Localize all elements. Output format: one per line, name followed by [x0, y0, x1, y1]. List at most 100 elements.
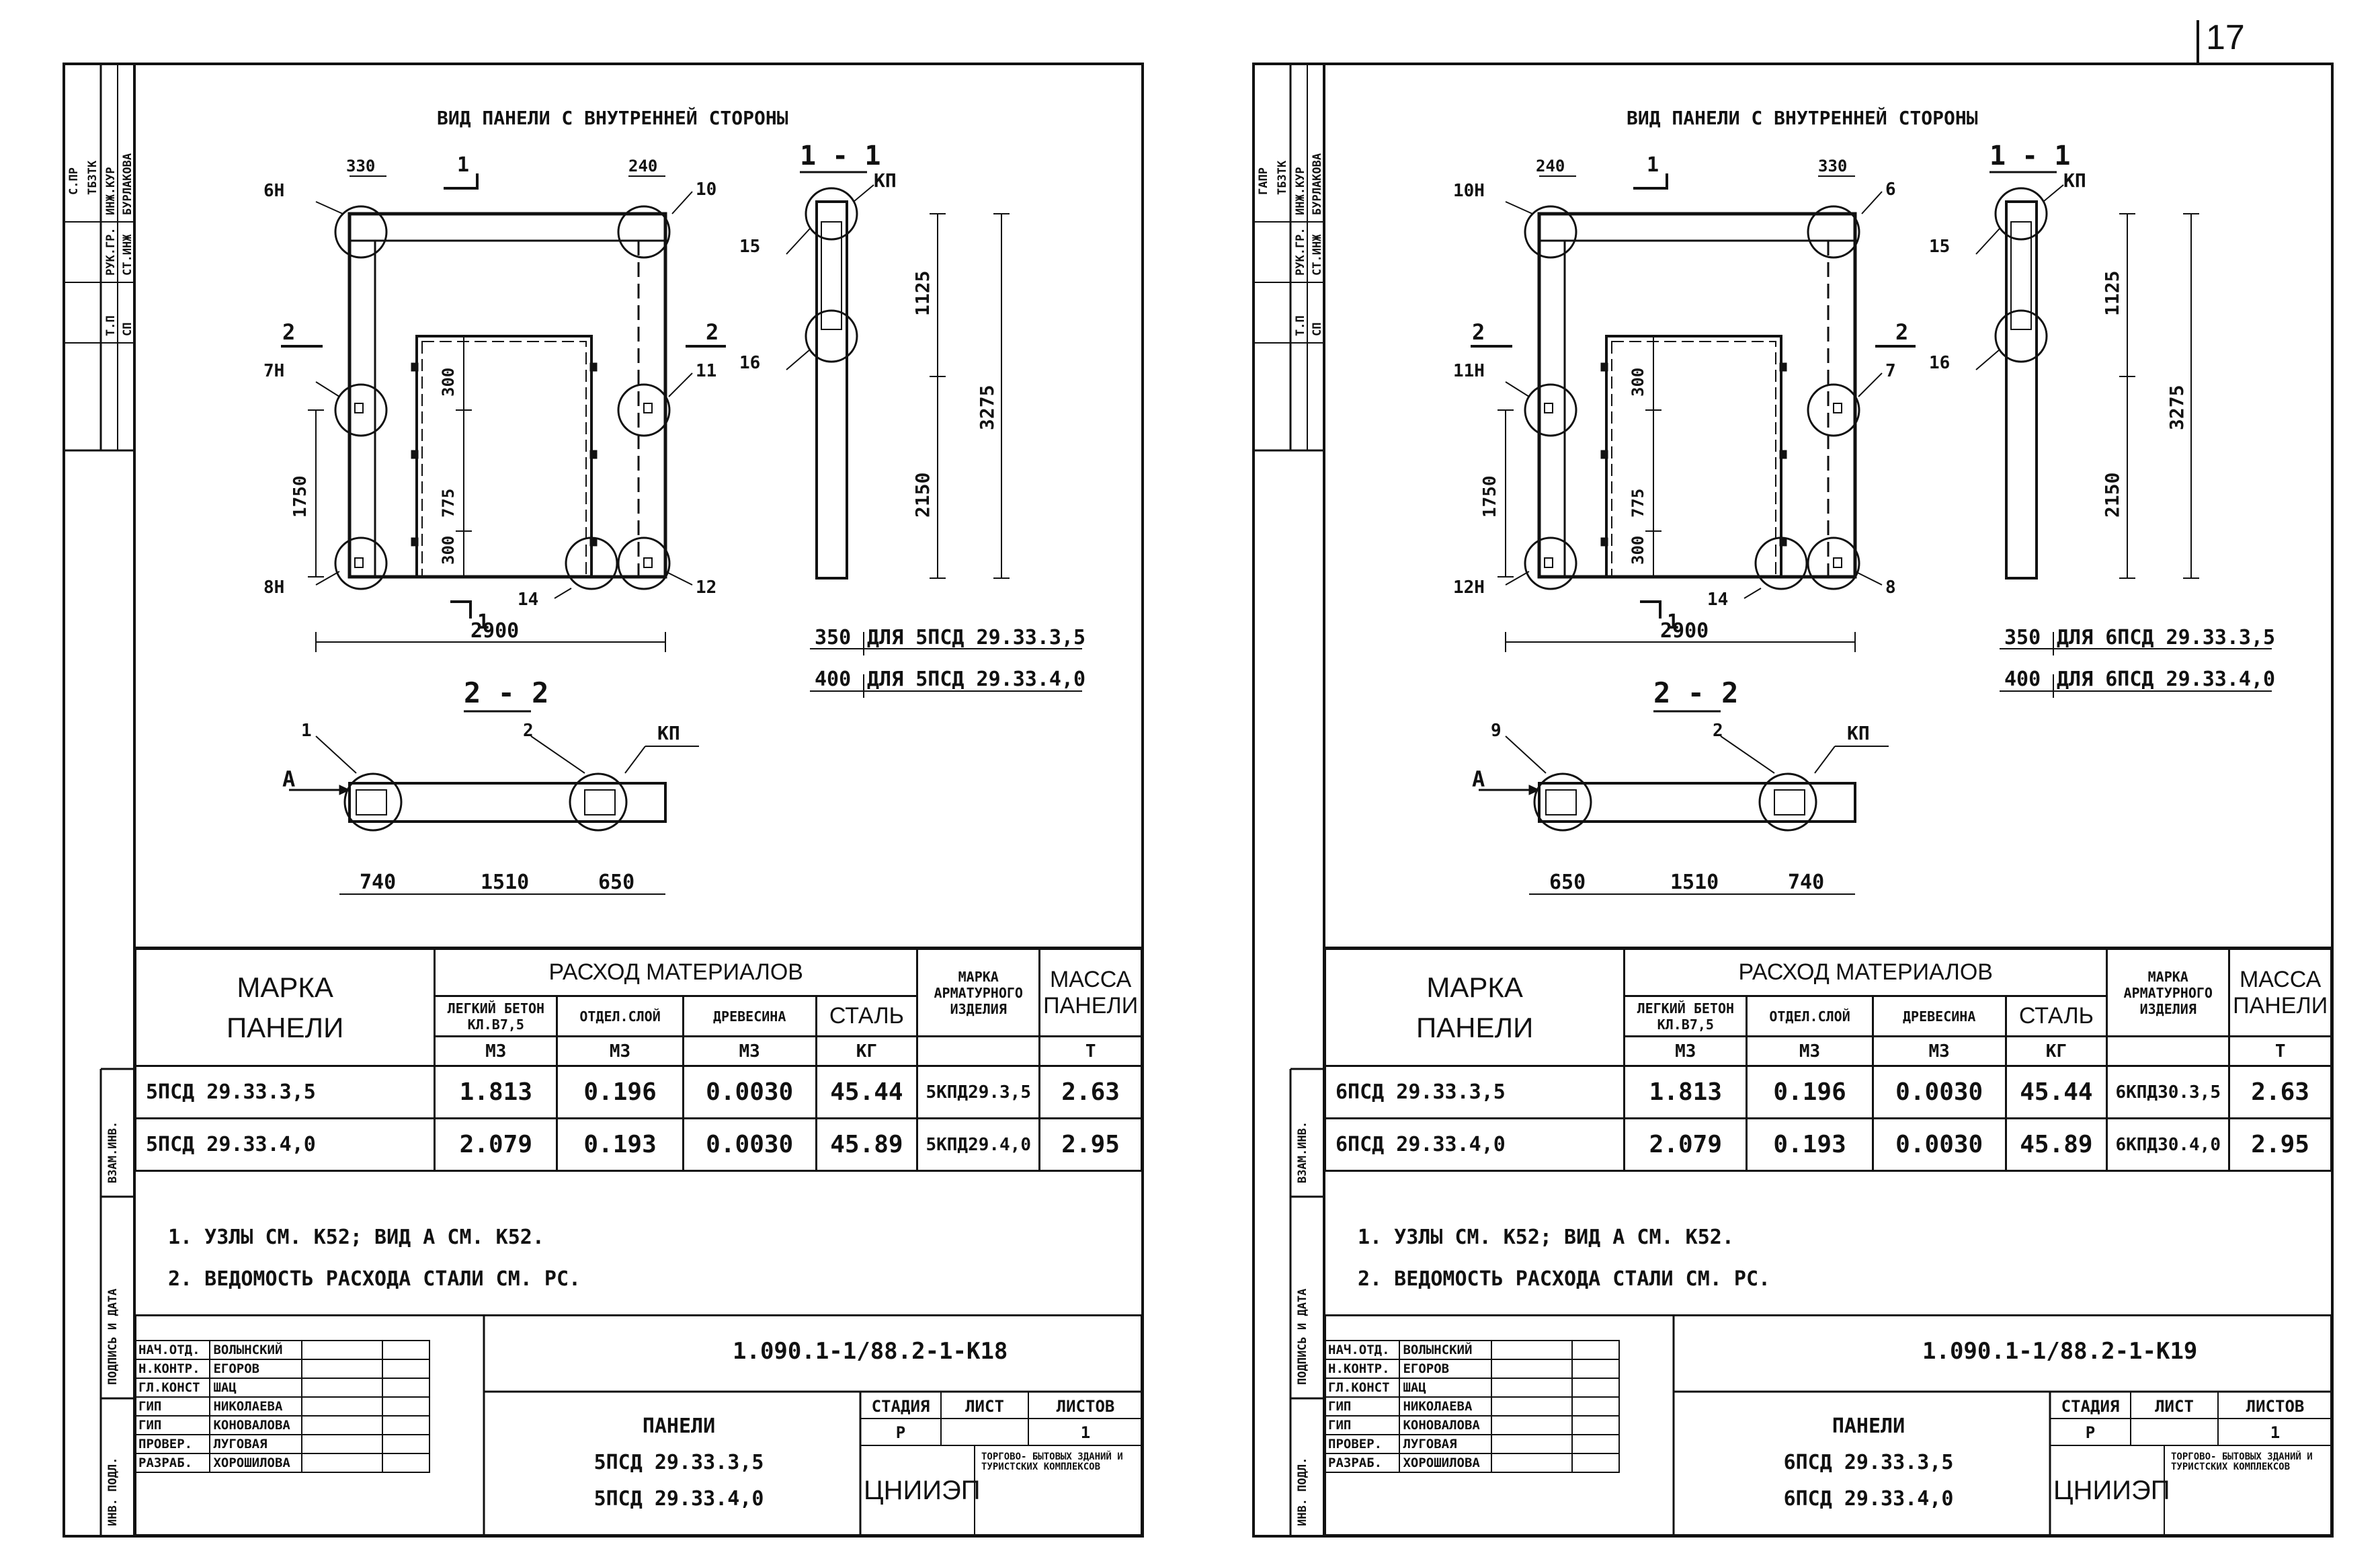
stamp-label-c: Т.П	[1294, 315, 1307, 336]
row1-stal: 45.44	[2004, 1065, 2108, 1119]
unit-stal: КГ	[815, 1035, 919, 1067]
size-note-1-dim: 350	[815, 626, 851, 649]
role-3: ГИП	[1323, 1396, 1401, 1417]
signature-4	[301, 1415, 383, 1435]
note-2: 2. ВЕДОМОСТЬ РАСХОДА СТАЛИ СМ. РС.	[168, 1267, 581, 1291]
note-1: 1. УЗЛЫ СМ. К52; ВИД А СМ. К52.	[1358, 1226, 1734, 1249]
stadia-value: Р	[2085, 1423, 2096, 1442]
unit-beton: М3	[434, 1035, 559, 1067]
node-tl: 6Н	[263, 181, 284, 201]
date-2	[382, 1378, 430, 1398]
section-1-drawing	[786, 184, 1010, 580]
sig-row: НАЧ.ОТД.ВОЛЫНСКИЙ	[1323, 1340, 1620, 1360]
dim-3275: 3275	[2166, 385, 2188, 430]
title-line-1: ПАНЕЛИ	[642, 1414, 716, 1438]
title-block-lines	[1672, 1314, 2332, 1536]
table-row: 6ПСД 29.33.4,0 2.079 0.193 0.0030 45.89 …	[1323, 1117, 2332, 1172]
dim-2150: 2150	[2101, 473, 2123, 518]
role-6: РАЗРАБ.	[1323, 1453, 1401, 1473]
stamp-inv: ИНВ. ПОДЛ.	[106, 1457, 120, 1526]
node-p2: 2	[1713, 721, 1723, 741]
date-3	[1571, 1396, 1620, 1417]
row1-drev: 0.0030	[1871, 1065, 2007, 1119]
person-5: ЛУГОВАЯ	[1399, 1434, 1492, 1454]
th-otdel: ОТДЕЛ.СЛОЙ	[556, 995, 684, 1037]
row1-beton: 1.813	[1623, 1065, 1748, 1119]
dim-b3: 740	[1788, 871, 1824, 894]
dim-2900: 2900	[1660, 619, 1709, 643]
stamp-label-g: ИНЖ.КУР	[104, 167, 118, 215]
cut2-right: 2	[1895, 319, 1908, 345]
node-bl: 12Н	[1453, 577, 1485, 598]
person-4: КОНОВАЛОВА	[209, 1415, 302, 1435]
person-3: НИКОЛАЕВА	[1399, 1396, 1492, 1417]
table-row: 5ПСД 29.33.3,5 1.813 0.196 0.0030 45.44 …	[134, 1065, 1143, 1119]
notes: 1. УЗЛЫ СМ. К52; ВИД А СМ. К52. 2. ВЕДОМ…	[1358, 1217, 1770, 1300]
listov-value: 1	[2270, 1423, 2281, 1442]
role-3: ГИП	[134, 1396, 211, 1417]
stamp-label-f: СТ.ИНЖ	[1311, 234, 1324, 276]
date-5	[1571, 1434, 1620, 1454]
kp-1: КП	[874, 169, 897, 192]
th-beton: ЛЕГКИЙ БЕТОН КЛ.В7,5	[434, 995, 559, 1037]
node-bc: 14	[1707, 590, 1728, 610]
cut2-right: 2	[706, 319, 719, 345]
sig-row: РАЗРАБ.ХОРОШИЛОВА	[1323, 1453, 1620, 1473]
signature-4	[1491, 1415, 1573, 1435]
signature-0	[301, 1340, 383, 1360]
signature-3	[1491, 1396, 1573, 1417]
signature-0	[1491, 1340, 1573, 1360]
signature-5	[1491, 1434, 1573, 1454]
dim-b1: 650	[1549, 871, 1586, 894]
unit-massa: Т	[1038, 1035, 1143, 1067]
signature-2	[1491, 1378, 1573, 1398]
dim-1125: 1125	[2101, 271, 2123, 316]
role-0: НАЧ.ОТД.	[134, 1340, 211, 1360]
stadia-header: СТАДИЯ	[871, 1397, 930, 1416]
row2-drev: 0.0030	[1871, 1117, 2007, 1172]
node-ml: 11Н	[1453, 361, 1485, 381]
row1-drev: 0.0030	[682, 1065, 817, 1119]
list-header: ЛИСТ	[965, 1397, 1004, 1416]
row1-otdel: 0.196	[1746, 1065, 1874, 1119]
date-4	[1571, 1415, 1620, 1435]
stadia-header: СТАДИЯ	[2061, 1397, 2120, 1416]
sig-row: Н.КОНТР.ЕГОРОВ	[1323, 1359, 1620, 1379]
section-1-label: 1 - 1	[1989, 141, 2070, 171]
stadia-value: Р	[895, 1423, 906, 1442]
person-2: ШАЦ	[209, 1378, 302, 1398]
node-mr: 11	[696, 361, 716, 381]
org-name: ЦНИИЭП	[864, 1476, 981, 1505]
node-tr: 10	[696, 180, 716, 200]
kp-2: КП	[1847, 722, 1870, 744]
role-6: РАЗРАБ.	[134, 1453, 211, 1473]
signature-6	[1491, 1453, 1573, 1473]
th-massa: МАССА ПАНЕЛИ	[1038, 948, 1143, 1037]
dim-top-right: 330	[1818, 157, 1847, 175]
cut1-top: 1	[1647, 153, 1659, 177]
unit-arm	[916, 1035, 1041, 1067]
title-line-2: 6ПСД 29.33.3,5	[1783, 1451, 1954, 1474]
unit-otdel: М3	[1746, 1035, 1874, 1067]
role-2: ГЛ.КОНСТ	[1323, 1378, 1401, 1398]
dim-b2: 1510	[1670, 871, 1719, 894]
unit-massa: Т	[2228, 1035, 2332, 1067]
node-br: 12	[696, 577, 716, 598]
sheet-frame	[63, 63, 1144, 1538]
dim-b1: 740	[360, 871, 396, 894]
signature-3	[301, 1396, 383, 1417]
row2-drev: 0.0030	[682, 1117, 817, 1172]
stamp-label-a: ГАПР	[1257, 167, 1270, 195]
dim-top-right: 240	[628, 157, 657, 175]
unit-arm	[2106, 1035, 2231, 1067]
view-title: ВИД ПАНЕЛИ С ВНУТРЕННЕЙ СТОРОНЫ	[1627, 106, 1978, 129]
th-drev: ДРЕВЕСИНА	[682, 995, 817, 1037]
panel-elevation	[347, 212, 667, 579]
section-2-label: 2 - 2	[464, 676, 548, 709]
date-5	[382, 1434, 430, 1454]
unit-otdel: М3	[556, 1035, 684, 1067]
section-2-drawing	[289, 735, 699, 895]
